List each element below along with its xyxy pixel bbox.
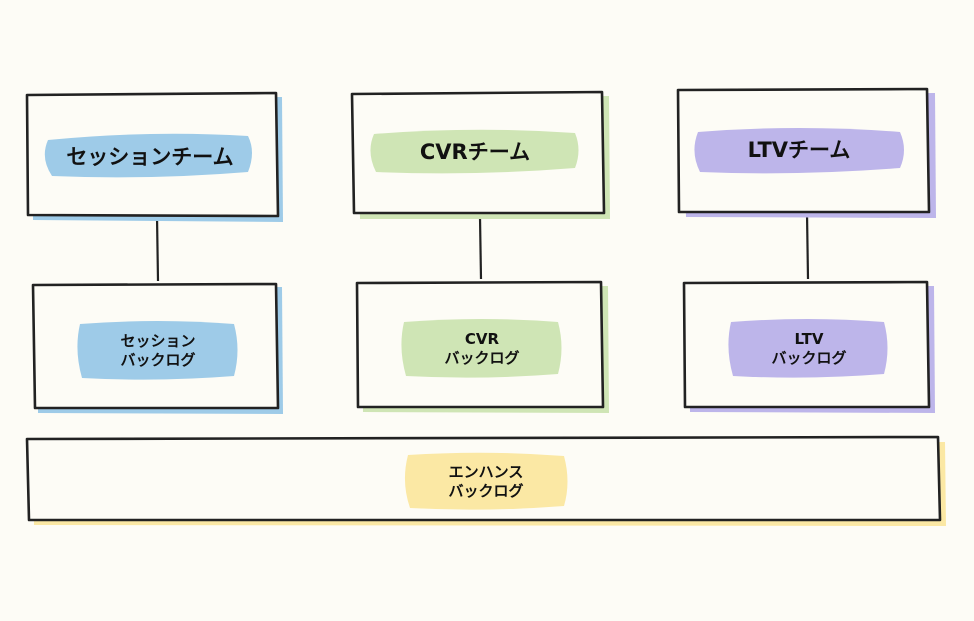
cvr-backlog-label-line1: CVR — [464, 330, 500, 349]
connector-cvr — [478, 216, 483, 280]
ltv-backlog-label-highlight — [728, 319, 888, 378]
session-team-label: セッションチーム — [44, 136, 256, 178]
session-backlog-label-line2: バックログ — [120, 351, 196, 369]
session-backlog-label-line1: セッション — [120, 332, 196, 351]
session-backlog-label: セッション バックログ — [76, 322, 240, 380]
ltv-team-box — [676, 87, 936, 218]
cvr-backlog-label-highlight — [401, 319, 562, 378]
cvr-team-label: CVRチーム — [368, 131, 582, 173]
cvr-team-label-highlight — [370, 129, 579, 174]
session-backlog-box — [31, 282, 283, 414]
ltv-team-label: LTVチーム — [692, 129, 906, 171]
enhance-backlog-label-line2: バックログ — [448, 482, 524, 500]
ltv-backlog-label-line2: バックログ — [771, 349, 847, 367]
cvr-backlog-box — [355, 280, 609, 413]
ltv-team-label-highlight — [694, 128, 904, 174]
session-team-label-text: セッションチーム — [66, 144, 234, 169]
session-team-label-highlight — [44, 133, 252, 178]
cvr-team-box — [350, 90, 610, 219]
connector-session — [155, 215, 160, 282]
cvr-backlog-label: CVR バックログ — [400, 320, 564, 378]
ltv-team-label-text: LTVチーム — [747, 137, 851, 162]
enhance-backlog-label: エンハンス バックログ — [404, 453, 568, 511]
session-backlog-label-highlight — [77, 321, 238, 380]
enhance-backlog-label-highlight — [404, 452, 568, 510]
connector-ltv — [805, 212, 810, 280]
enhance-backlog-box — [25, 435, 946, 526]
enhance-backlog-label-line1: エンハンス — [448, 463, 524, 482]
ltv-backlog-box — [682, 280, 935, 413]
session-team-box — [25, 91, 283, 222]
cvr-team-label-text: CVRチーム — [419, 139, 531, 164]
ltv-backlog-label: LTV バックログ — [727, 320, 891, 378]
cvr-backlog-label-line2: バックログ — [444, 349, 520, 367]
ltv-backlog-label-line1: LTV — [794, 330, 824, 349]
